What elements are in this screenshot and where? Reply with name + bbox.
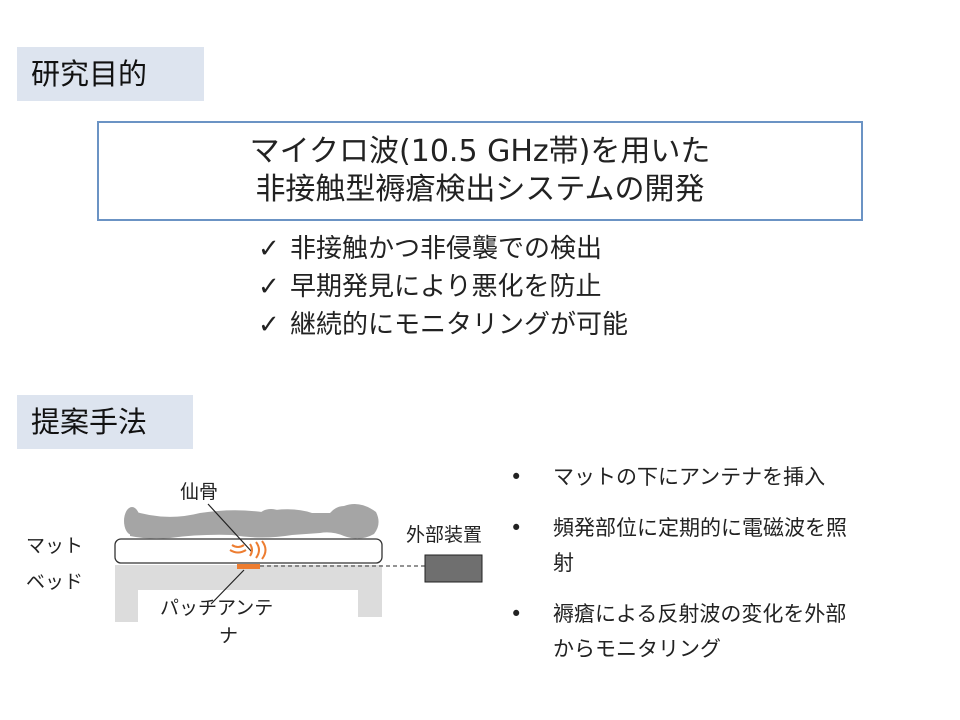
bullet-text-line: 頻発部位に定期的に電磁波を照 bbox=[553, 516, 847, 540]
system-diagram: 仙骨 マット ベッド パッチアンテ ナ 外部装置 bbox=[0, 460, 520, 680]
wave-icon bbox=[229, 540, 267, 560]
diagram-graphics bbox=[114, 503, 483, 622]
antenna-leader-line bbox=[210, 569, 245, 605]
bullet-item: • マットの下にアンテナを挿入 bbox=[508, 460, 948, 495]
bullet-text-line: 褥瘡による反射波の変化を外部 bbox=[553, 602, 847, 626]
section-heading-method: 提案手法 bbox=[17, 395, 193, 449]
bullet-icon: • bbox=[510, 465, 523, 489]
label-bed: ベッド bbox=[26, 571, 84, 593]
label-sacrum: 仙骨 bbox=[180, 481, 219, 503]
checklist-item-text: 早期発見により悪化を防止 bbox=[290, 272, 602, 302]
label-external-device: 外部装置 bbox=[406, 524, 483, 546]
bullet-text-line: マットの下にアンテナを挿入 bbox=[553, 465, 826, 489]
bullet-item: • 頻発部位に定期的に電磁波を照 射 bbox=[508, 511, 948, 581]
check-icon: ✓ bbox=[258, 234, 280, 264]
external-device-shape bbox=[424, 554, 483, 583]
check-icon: ✓ bbox=[258, 272, 280, 302]
purpose-line-1: マイクロ波(10.5 GHz帯)を用いた bbox=[249, 133, 711, 169]
label-patch-antenna-line-2: ナ bbox=[219, 625, 239, 647]
research-purpose-box: マイクロ波(10.5 GHz帯)を用いた 非接触型褥瘡検出システムの開発 bbox=[97, 121, 863, 221]
section-heading-purpose-text: 研究目的 bbox=[31, 56, 148, 91]
patch-antenna-shape bbox=[237, 564, 260, 569]
bullet-text-line: からモニタリング bbox=[553, 637, 721, 661]
sacrum-leader-line bbox=[207, 503, 253, 553]
checklist-item-text: 継続的にモニタリングが可能 bbox=[290, 310, 629, 340]
bullet-text-line: 射 bbox=[553, 551, 574, 575]
checklist-item-text: 非接触かつ非侵襲での検出 bbox=[290, 234, 603, 264]
bullet-icon: • bbox=[510, 516, 523, 540]
label-mat: マット bbox=[26, 535, 84, 557]
method-bullet-list: • マットの下にアンテナを挿入 • 頻発部位に定期的に電磁波を照 射 • 褥瘡に… bbox=[508, 460, 948, 683]
check-icon: ✓ bbox=[258, 310, 280, 340]
mat-shape bbox=[114, 538, 383, 564]
label-patch-antenna-line-1: パッチアンテ bbox=[160, 597, 274, 619]
patient-silhouette bbox=[124, 504, 379, 539]
section-heading-method-text: 提案手法 bbox=[31, 404, 148, 439]
checklist-item: ✓ 非接触かつ非侵襲での検出 bbox=[258, 230, 628, 268]
checklist-item: ✓ 早期発見により悪化を防止 bbox=[258, 268, 628, 306]
checklist-item: ✓ 継続的にモニタリングが可能 bbox=[258, 306, 628, 344]
section-heading-purpose: 研究目的 bbox=[17, 47, 204, 101]
bed-shape bbox=[115, 565, 382, 622]
bullet-icon: • bbox=[510, 602, 523, 626]
purpose-line-2: 非接触型褥瘡検出システムの開発 bbox=[255, 172, 705, 207]
benefits-checklist: ✓ 非接触かつ非侵襲での検出 ✓ 早期発見により悪化を防止 ✓ 継続的にモニタリングが… bbox=[258, 230, 628, 344]
bullet-item: • 褥瘡による反射波の変化を外部 からモニタリング bbox=[508, 597, 948, 667]
